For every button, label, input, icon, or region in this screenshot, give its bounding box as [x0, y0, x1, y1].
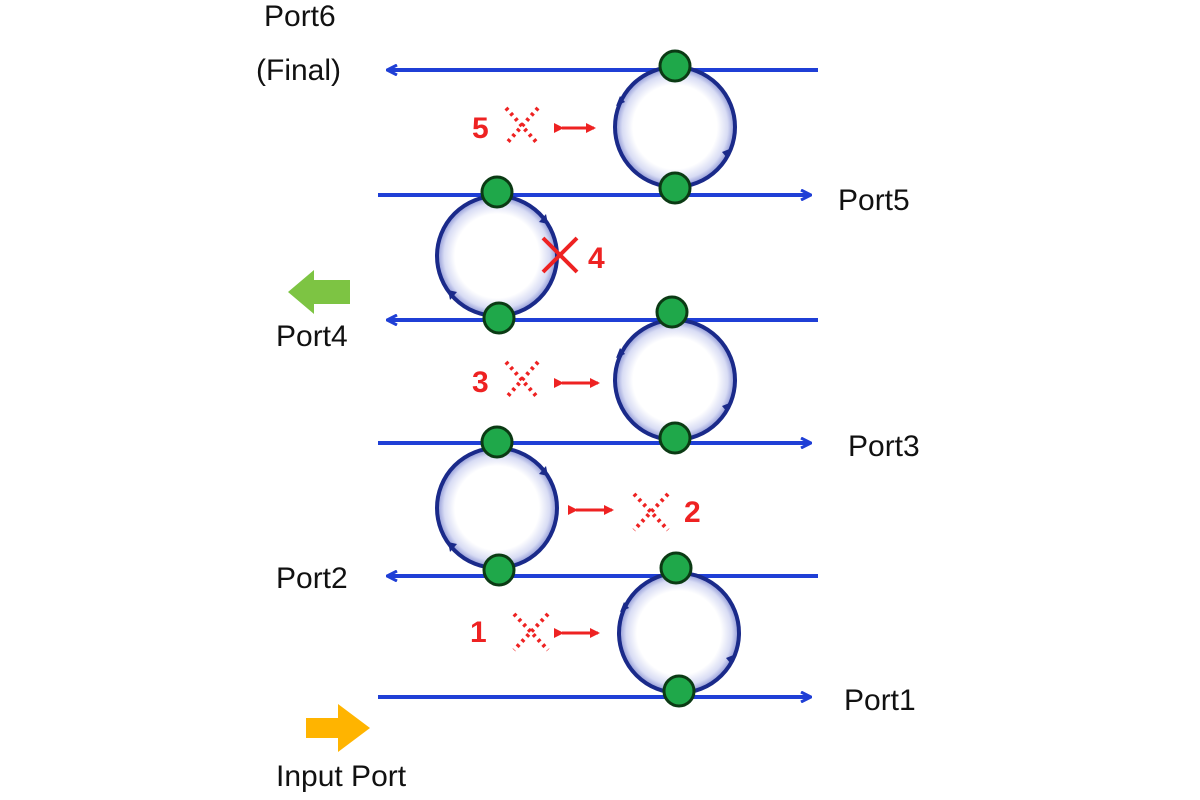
port3-label: Port3 — [848, 430, 920, 463]
dotted-x-icon — [504, 360, 540, 400]
port6-label: Port6 — [264, 0, 336, 33]
marker-4-label: 4 — [588, 242, 605, 275]
input-port-label: Input Port — [276, 760, 407, 793]
coupling-node — [480, 175, 514, 209]
dotted-x-icon — [632, 492, 670, 532]
port4-label: Port4 — [276, 320, 348, 353]
coupling-node — [655, 295, 689, 329]
coupling-node — [658, 171, 692, 205]
defect-marker-1: 1 — [470, 612, 600, 652]
coupling-node — [658, 49, 692, 83]
coupling-node — [480, 425, 514, 459]
marker-5-label: 5 — [472, 112, 489, 145]
input-arrow-icon — [306, 704, 370, 752]
output-arrow-icon — [288, 270, 350, 314]
port6-final-label: (Final) — [256, 54, 341, 87]
port2-label: Port2 — [276, 562, 348, 595]
x-icon — [541, 236, 579, 274]
marker-2-label: 2 — [684, 496, 701, 529]
defect-marker-5: 5 — [472, 106, 596, 146]
dotted-x-icon — [512, 612, 550, 652]
coupling-node — [662, 674, 696, 708]
ring-4 — [435, 194, 559, 318]
port1-label: Port1 — [844, 684, 916, 717]
coupling-node — [482, 301, 516, 335]
coupling-node — [482, 553, 516, 587]
coupling-node — [659, 551, 693, 585]
defect-marker-2: 2 — [568, 492, 701, 532]
marker-1-label: 1 — [470, 616, 487, 649]
marker-3-label: 3 — [472, 366, 489, 399]
dotted-x-icon — [504, 106, 540, 146]
coupling-nodes — [480, 49, 696, 708]
port5-label: Port5 — [838, 184, 910, 217]
defect-marker-3: 3 — [472, 360, 600, 400]
ring-2 — [435, 446, 559, 570]
defect-marker-4: 4 — [541, 236, 605, 275]
ring-5 — [613, 65, 737, 189]
coupling-node — [658, 421, 692, 455]
